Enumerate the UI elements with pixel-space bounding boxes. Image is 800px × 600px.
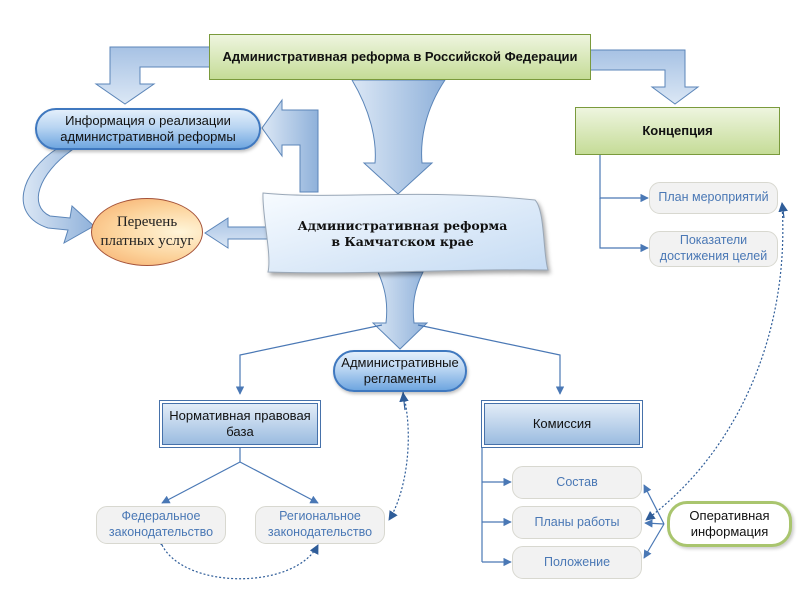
dotted-connector-regulations-regional bbox=[388, 391, 409, 521]
commission-node-label: Комиссия bbox=[532, 415, 592, 431]
legal-child-regional[interactable]: Региональное законодательство bbox=[255, 506, 385, 544]
operative-info-node[interactable]: Оперативная информация bbox=[667, 501, 792, 547]
concept-child-indicators[interactable]: Показатели достижения целей bbox=[649, 231, 778, 267]
bent-arrow-left bbox=[94, 46, 216, 105]
arrow-to-info bbox=[261, 98, 319, 193]
commission-child-staff-label: Состав bbox=[556, 474, 598, 489]
connector-to-commission bbox=[417, 324, 565, 395]
connector-concept-plan bbox=[599, 155, 649, 203]
connector-operative-staff bbox=[643, 484, 665, 525]
legal-base-node-label: Нормативная правовая база bbox=[169, 407, 311, 439]
paid-services-node[interactable]: Перечень платных услуг bbox=[91, 198, 203, 266]
connector-legal-federal bbox=[161, 461, 241, 504]
kamchatka-node-label: Административная реформа в Камчатском кр… bbox=[297, 218, 508, 249]
dotted-connector-plan-arrowhead bbox=[778, 202, 788, 219]
dotted-connector-plan-to-plans bbox=[645, 203, 784, 521]
commission-node[interactable]: Комиссия bbox=[481, 400, 643, 448]
legal-child-regional-label: Региональное законодательство bbox=[267, 509, 373, 539]
commission-child-plans[interactable]: Планы работы bbox=[512, 506, 642, 539]
commission-child-regulation[interactable]: Положение bbox=[512, 546, 642, 579]
kamchatka-document-shape bbox=[262, 192, 549, 274]
dotted-connector-regulations-arrowhead bbox=[399, 392, 409, 411]
regulations-node[interactable]: Административные регламенты bbox=[333, 350, 467, 392]
connector-operative-regulation bbox=[643, 523, 665, 559]
funnel-arrow-down bbox=[351, 79, 446, 195]
arrow-to-paid-services bbox=[204, 217, 269, 249]
top-node-label: Административная реформа в Российской Фе… bbox=[222, 48, 578, 64]
connector-to-legal-base bbox=[235, 324, 383, 395]
operative-info-label: Оперативная информация bbox=[689, 507, 770, 539]
concept-node-label: Концепция bbox=[642, 122, 713, 138]
kamchatka-node[interactable]: Административная реформа в Камчатском кр… bbox=[275, 205, 530, 263]
concept-child-plan-label: План мероприятий bbox=[658, 190, 769, 205]
concept-node[interactable]: Концепция bbox=[575, 107, 780, 155]
paid-services-label: Перечень платных услуг bbox=[100, 214, 194, 249]
regulations-node-label: Административные регламенты bbox=[341, 354, 459, 386]
connector-legal-regional bbox=[239, 461, 319, 504]
legal-child-federal[interactable]: Федеральное законодательство bbox=[96, 506, 226, 544]
commission-child-regulation-label: Положение bbox=[543, 554, 611, 569]
dotted-connector-federal-regional bbox=[153, 535, 319, 580]
info-node[interactable]: Информация о реализации административной… bbox=[35, 108, 261, 150]
legal-base-node[interactable]: Нормативная правовая база bbox=[159, 400, 321, 448]
concept-child-plan[interactable]: План мероприятий bbox=[649, 182, 778, 214]
commission-child-staff[interactable]: Состав bbox=[512, 466, 642, 499]
concept-child-indicators-label: Показатели достижения целей bbox=[659, 233, 768, 263]
bent-arrow-right bbox=[589, 49, 700, 105]
legal-child-federal-label: Федеральное законодательство bbox=[108, 509, 214, 539]
connector-concept-indicators bbox=[599, 198, 649, 253]
connector-operative-plans bbox=[644, 519, 665, 528]
curved-arrow-info-to-paid bbox=[22, 147, 95, 245]
top-node-rf-reform[interactable]: Административная реформа в Российской Фе… bbox=[209, 34, 591, 80]
commission-child-plans-label: Планы работы bbox=[534, 514, 620, 529]
funnel-arrow-lower bbox=[371, 271, 429, 350]
info-node-label: Информация о реализации административной… bbox=[60, 112, 236, 144]
